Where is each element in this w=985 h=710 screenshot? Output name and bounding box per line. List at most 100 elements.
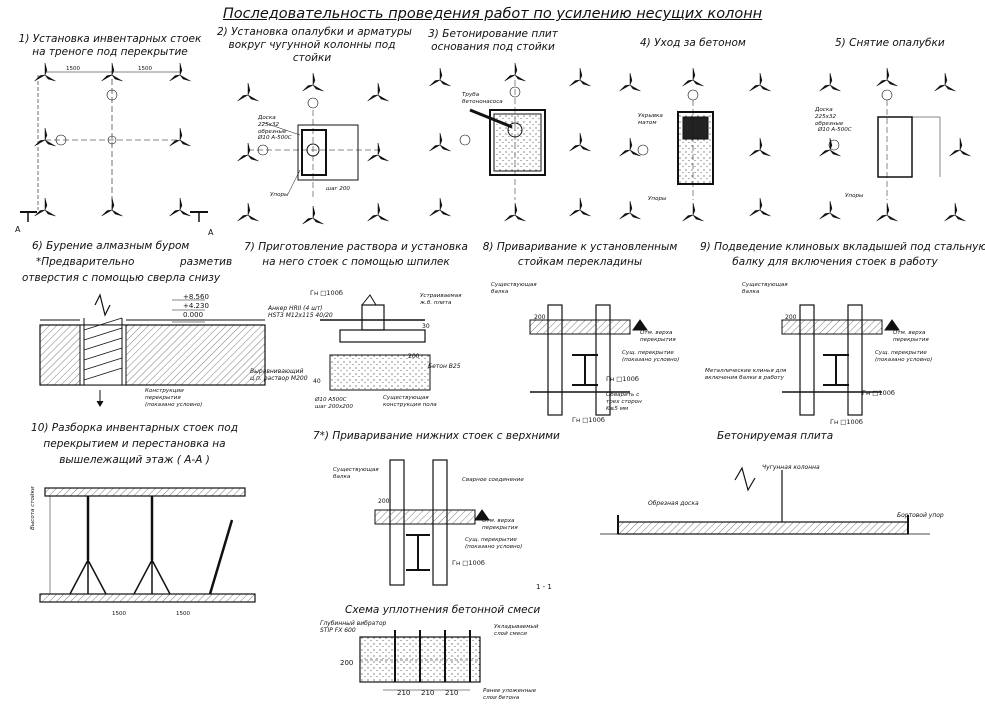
dim-210-a: 210: [397, 689, 411, 697]
tripod-mark: [429, 197, 451, 217]
tripod-mark: [569, 197, 591, 217]
step6-title: 6) Бурение алмазным буром: [32, 240, 190, 252]
tripod-mark: [819, 137, 841, 157]
tripod-mark: [944, 202, 966, 222]
tripod-mark: [569, 132, 591, 152]
step5-strip: [828, 89, 941, 200]
dim-1500-d: 1500: [176, 611, 190, 617]
tripod-mark: [504, 62, 526, 82]
step7b-title: 7*) Приваривание нижних стоек с верхними: [313, 430, 560, 442]
dim-210-c: 210: [445, 689, 459, 697]
rebar-label-2: Ø10 А-500С: [258, 135, 292, 141]
axis-a-right: А: [208, 228, 214, 237]
gn-label-7: Гн □100б: [310, 289, 343, 297]
stop-board-label: Бортовой упор: [897, 512, 944, 519]
exist-beam-label-7b: Существующая балка: [333, 467, 379, 480]
tripod-mark: [429, 67, 451, 87]
tripod-mark: [237, 142, 259, 162]
tripod-mark: [876, 202, 898, 222]
tripod-mark: [749, 137, 771, 157]
tripod-mark: [169, 127, 191, 147]
step6-note-c: отверстия с помощью сверла снизу: [22, 272, 221, 284]
axis-a-left: А: [15, 225, 21, 234]
step7b-weld: [374, 459, 490, 586]
step9-title: 9) Подведение клиновых вкладышей под ста…: [700, 241, 985, 268]
weld-label: Обварить с трех сторон K≤5 мм: [606, 392, 642, 412]
compaction-title: Схема уплотнения бетонной смеси: [345, 604, 541, 616]
step6-note-a: *Предварительно: [36, 256, 135, 268]
step3-slab: [459, 80, 546, 200]
compaction-scheme: [359, 630, 481, 691]
tripod-mark: [819, 72, 841, 92]
tripod-mark: [169, 197, 191, 217]
tripod-mark: [429, 132, 451, 152]
dim-1500-c: 1500: [112, 611, 126, 617]
mesh-label: Ø10 А500С шаг 200х200: [315, 397, 353, 410]
page-title: Последовательность проведения работ по у…: [222, 6, 763, 22]
tripod-mark: [682, 67, 704, 87]
weld-joint-label: Сварное соединение: [462, 477, 524, 483]
tripod-mark: [367, 202, 389, 222]
dim-30: 30: [422, 323, 430, 330]
wedge-label: Металлические клинья для включения балки…: [705, 368, 787, 381]
tripod-mark: [367, 142, 389, 162]
level-0000: 0.000: [183, 311, 204, 319]
step1-plan: [20, 70, 208, 222]
slab-section: [600, 466, 930, 535]
step8-beam: [529, 304, 648, 416]
floor-cond-label-9: Сущ. перекрытие (показано условно): [875, 350, 933, 363]
tripod-mark: [876, 67, 898, 87]
tripod-mark: [34, 197, 56, 217]
board-label-5: Доска 225х32 обрезные: [815, 107, 844, 127]
tripod-mark: [302, 72, 324, 92]
gn-label-8b: Гн □100б: [572, 416, 605, 424]
exist-beam-label-9: Существующая балка: [742, 282, 788, 295]
tripod-mark: [619, 72, 641, 92]
top-floor-label-7b: Отм. верха перекрытия: [482, 518, 518, 531]
gn-label-7b: Гн □100б: [452, 559, 485, 567]
level-8560: +8.560: [183, 293, 209, 301]
tripod-mark: [619, 137, 641, 157]
concrete-label: Бетон В25: [428, 363, 461, 370]
step4-title: 4) Уход за бетоном: [640, 37, 746, 49]
floor-exist-label: Существующая конструкция пола: [383, 395, 437, 408]
top-floor-label-8: Отм. верха перекрытия: [640, 330, 676, 343]
tripod-mark: [34, 127, 56, 147]
step200-label: шаг 200: [326, 186, 350, 192]
step2-formwork: [248, 97, 380, 200]
tripod-mark: [819, 200, 841, 220]
dim-1500-a: 1500: [66, 66, 80, 72]
step9-wedges: [781, 304, 900, 416]
mat-label: Укрывка матом: [638, 113, 663, 126]
tripod-mark: [237, 82, 259, 102]
tripod-mark: [619, 200, 641, 220]
grout-label: Выравнивающий ц.п. раствор М200: [250, 368, 308, 382]
anchor-label: Анкер HRII (4 шт) HST3 M12x115 40/20: [268, 305, 333, 319]
tripod-mark: [749, 72, 771, 92]
vibrator-label: Глубинный вибратор STIP FX 600: [320, 620, 387, 634]
stops-label-5: Упоры: [845, 193, 864, 199]
tripod-mark: [101, 197, 123, 217]
dim-210-b: 210: [421, 689, 435, 697]
dim-200-7b: 200: [378, 498, 390, 505]
floor-struct-label-6: Конструкции перекрытия (показано условно…: [145, 388, 203, 408]
gn-label-8a: Гн □100б: [606, 375, 639, 383]
tripod-mark: [504, 202, 526, 222]
step5-title: 5) Снятие опалубки: [835, 37, 945, 49]
prev-layers-label: Ранее уложенные слои бетона: [483, 688, 537, 701]
pipe-label: Труба бетононасоса: [462, 92, 503, 105]
tripod-mark: [749, 197, 771, 217]
plate-label: Устраиваемая ж.б. плита: [420, 293, 462, 306]
dim-40: 40: [313, 378, 321, 385]
tripod-mark: [934, 72, 956, 92]
tripod-mark: [101, 62, 123, 82]
floor-cond-label-8: Сущ. перекрытие (показано условно): [622, 350, 680, 363]
level-4230: +4.230: [183, 302, 209, 310]
